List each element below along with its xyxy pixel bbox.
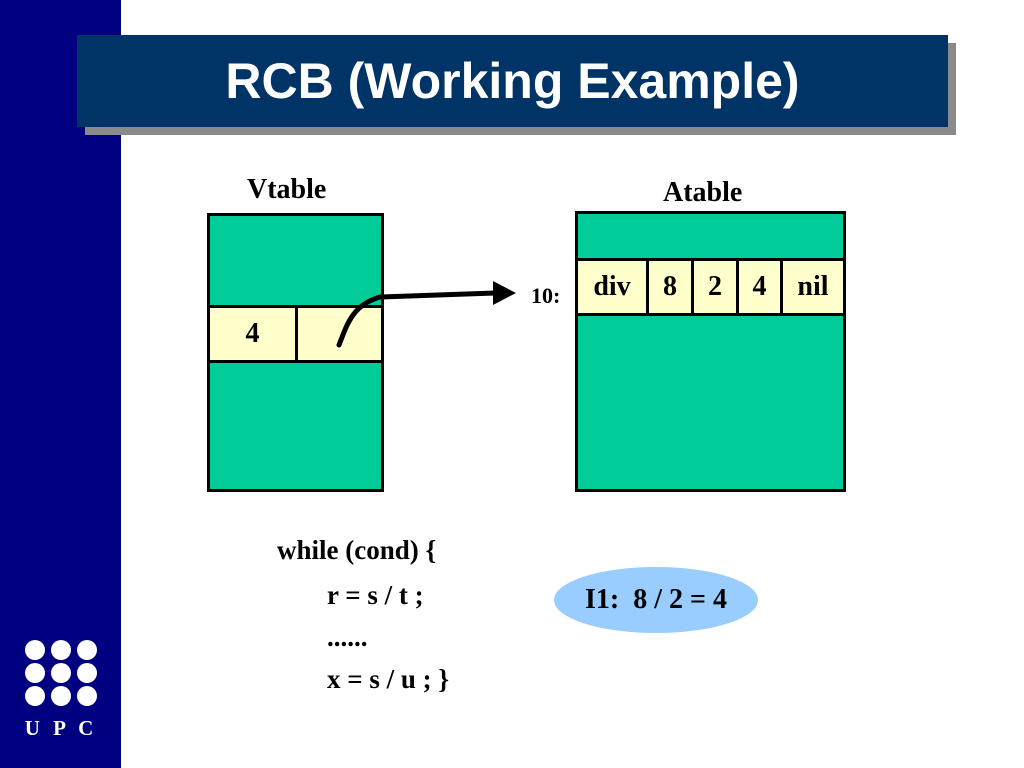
- vtable-label: Vtable: [247, 174, 327, 205]
- logo-dot: [51, 663, 71, 683]
- logo-dot: [25, 663, 45, 683]
- upc-logo-dots: [25, 640, 97, 706]
- atable-cell-operand2: 2: [694, 261, 739, 313]
- logo-dot: [51, 640, 71, 660]
- atable-row: div 8 2 4 nil: [575, 258, 846, 316]
- title-bar: RCB (Working Example): [77, 35, 948, 127]
- atable-cell-next: nil: [797, 271, 829, 302]
- slide-title: RCB (Working Example): [225, 53, 800, 109]
- arrow-line: [336, 290, 498, 348]
- atable-cell-result: 4: [739, 261, 783, 313]
- logo-dot: [77, 686, 97, 706]
- atable-cell-operand1: 8: [649, 261, 694, 313]
- logo-dot: [25, 640, 45, 660]
- arrow-head: [493, 281, 516, 305]
- atable-box: [575, 211, 846, 492]
- atable-label: Atable: [663, 177, 743, 208]
- upc-logo-text: U P C: [24, 716, 98, 740]
- annotation-ellipse: I1: 8 / 2 = 4: [554, 567, 758, 633]
- code-line: while (cond) {: [277, 535, 437, 565]
- logo-dot: [77, 663, 97, 683]
- code-line: r = s / t ;: [327, 580, 424, 610]
- vtable-cell-value: 4: [210, 308, 298, 360]
- atable-row-index: 10:: [531, 283, 561, 308]
- logo-dot: [77, 640, 97, 660]
- logo-dot: [25, 686, 45, 706]
- logo-dot: [51, 686, 71, 706]
- atable-cell-op: div: [578, 261, 649, 313]
- code-line: ......: [327, 622, 368, 652]
- code-line: x = s / u ; }: [327, 664, 450, 694]
